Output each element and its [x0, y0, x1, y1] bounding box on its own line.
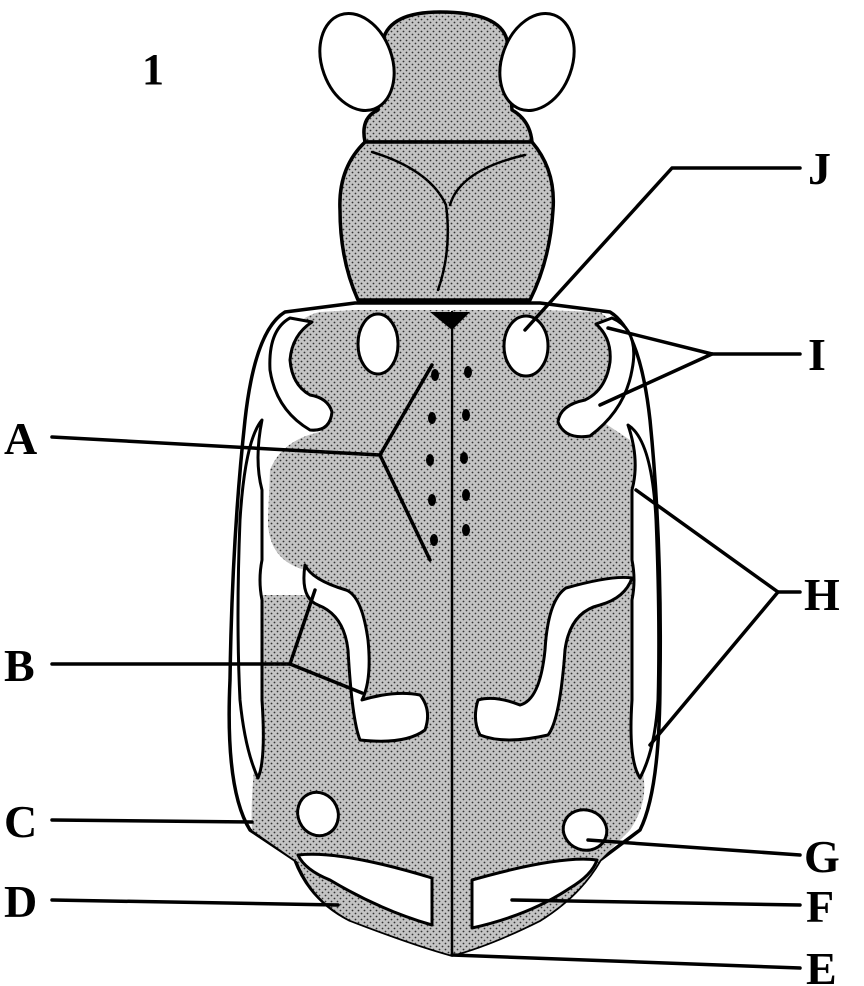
- leader-C: [52, 820, 252, 822]
- marginal-band-left: [238, 420, 263, 778]
- pronotum: [340, 142, 553, 300]
- head: [307, 3, 587, 142]
- leader-D: [52, 900, 338, 905]
- leader-H-2: [650, 592, 778, 745]
- leader-G: [588, 840, 800, 855]
- label-C: C: [4, 796, 37, 847]
- label-D: D: [4, 876, 37, 927]
- leader-E: [452, 955, 800, 968]
- label-F: F: [806, 881, 834, 932]
- label-B: B: [4, 640, 35, 691]
- label-G: G: [804, 831, 840, 882]
- basal-spot-left: [358, 314, 398, 374]
- label-I: I: [808, 329, 826, 380]
- basal-spot-right: [504, 316, 548, 376]
- label-H: H: [804, 569, 840, 620]
- figure-number: 1: [142, 45, 164, 94]
- label-J: J: [808, 143, 831, 194]
- elytra: [229, 303, 660, 955]
- label-E: E: [806, 943, 837, 986]
- label-A: A: [4, 413, 37, 464]
